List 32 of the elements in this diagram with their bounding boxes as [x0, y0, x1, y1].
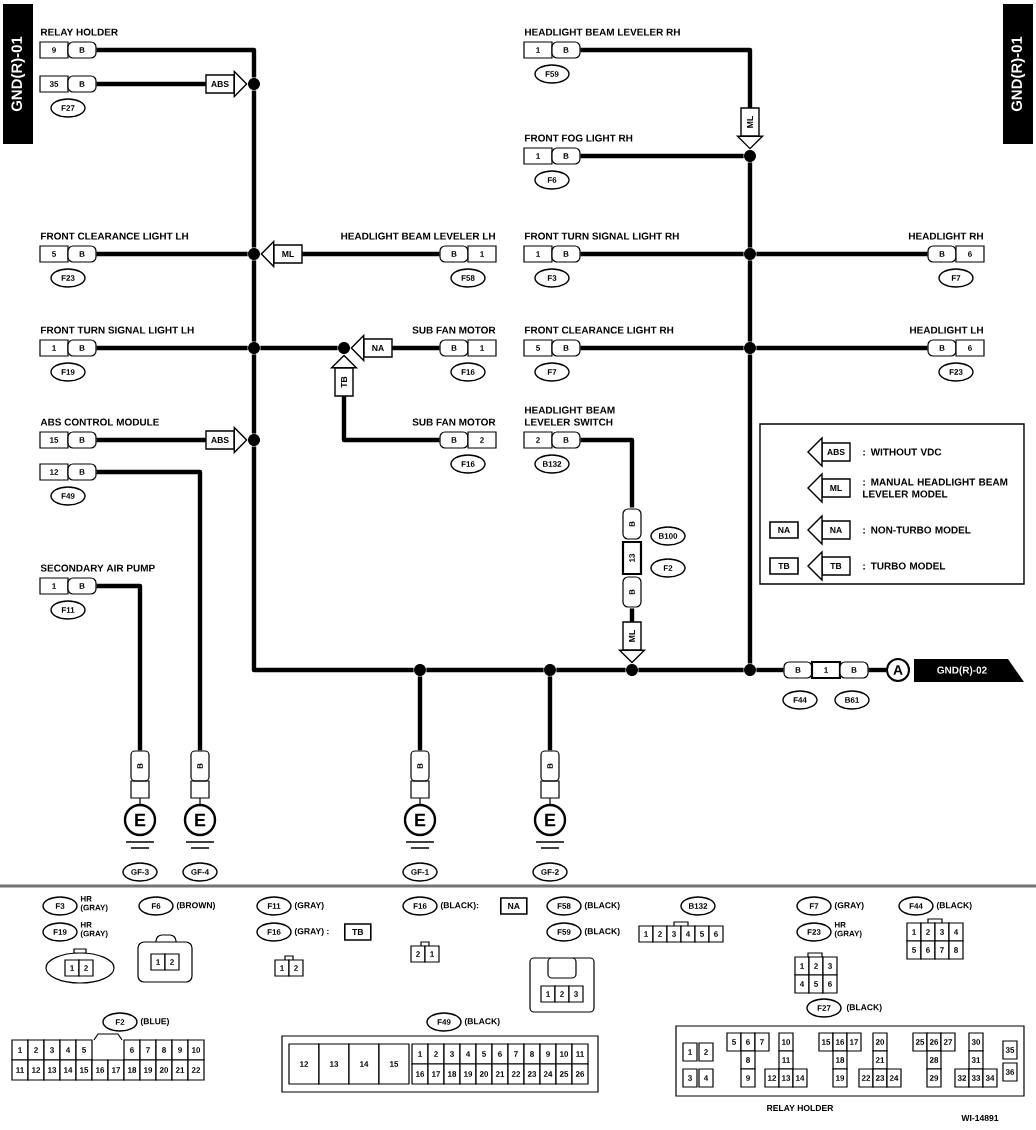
wire — [260, 345, 338, 351]
wire — [251, 354, 257, 434]
wire — [96, 47, 257, 78]
wire — [747, 260, 753, 342]
wire — [747, 162, 753, 248]
wire — [868, 667, 886, 673]
wire — [756, 251, 928, 257]
wire — [747, 354, 753, 664]
wire — [251, 446, 414, 673]
wire — [756, 667, 784, 673]
ground-terminal: E — [123, 803, 157, 837]
ground-terminal: E — [533, 803, 567, 837]
wire — [580, 437, 635, 508]
wire — [96, 251, 248, 257]
wire — [547, 676, 553, 751]
wire — [417, 676, 423, 751]
wire — [251, 90, 257, 248]
wire — [96, 583, 143, 751]
ground-terminal: E — [183, 803, 217, 837]
wire — [556, 667, 626, 673]
wire — [329, 354, 440, 443]
ground-terminal: E — [403, 803, 437, 837]
wire — [580, 345, 744, 351]
wire — [756, 345, 928, 351]
wire — [580, 251, 744, 257]
wire — [638, 667, 744, 673]
wire — [96, 345, 248, 351]
wire — [96, 469, 203, 751]
wire — [580, 153, 744, 159]
wire — [426, 667, 544, 673]
wire — [251, 260, 257, 342]
wire — [580, 47, 765, 150]
